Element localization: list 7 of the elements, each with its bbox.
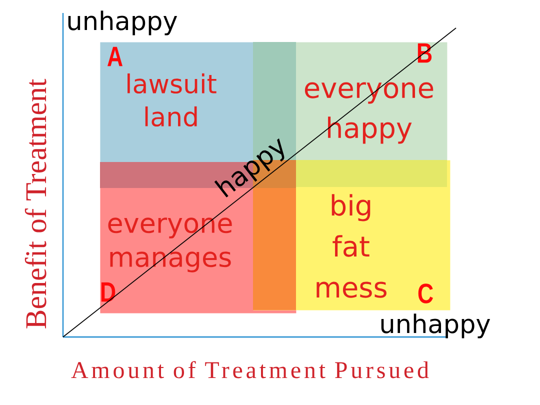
axis-title: Benefit of Treatment: [24, 78, 46, 328]
corner-letter: A: [107, 46, 122, 66]
corner-letter: C: [418, 284, 433, 304]
axis-title: Amount of Treatment Pursued: [71, 361, 429, 378]
axis-end-label: unhappy: [381, 314, 490, 338]
axis-end-label: unhappy: [68, 10, 178, 36]
corner-letter: D: [101, 282, 116, 302]
